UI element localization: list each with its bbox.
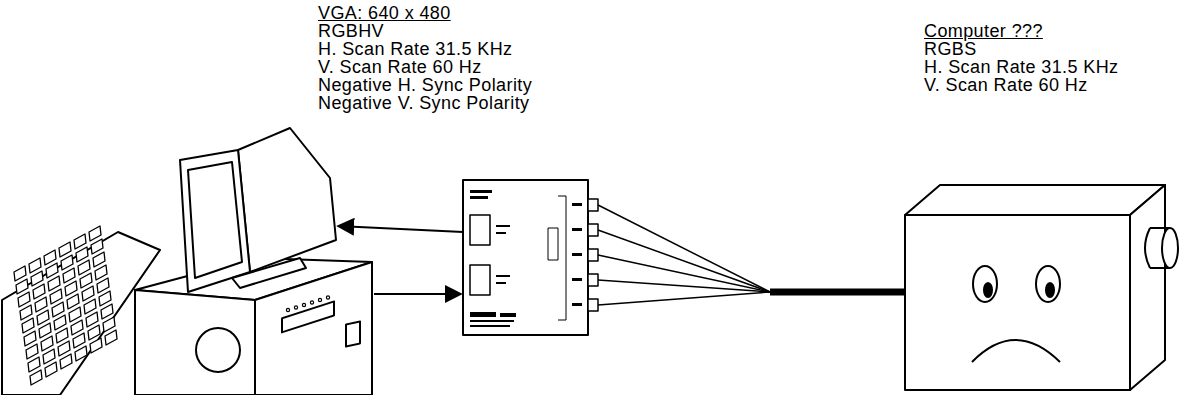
arrow: [374, 293, 461, 295]
converter-connector: [470, 265, 490, 295]
monitor-body: [238, 128, 336, 272]
box-side: [1130, 185, 1165, 390]
breakout-wires: [598, 205, 770, 305]
box-front: [905, 215, 1130, 390]
drive-slot: [346, 321, 360, 346]
spec-label: H. Scan Rate 31.5 KHz: [924, 58, 1119, 76]
spec-label: V. Scan Rate 60 Hz: [924, 76, 1088, 94]
lens-barrel: [1150, 228, 1170, 268]
heading-label: VGA: 640 x 480: [318, 4, 451, 22]
case-round-button: [196, 328, 240, 372]
keyboard-keys: [14, 226, 117, 385]
box-top: [905, 185, 1165, 215]
frown: [972, 340, 1060, 362]
bnc-connectors: [572, 199, 598, 311]
monitor-stand: [232, 258, 306, 288]
spec-label: V. Scan Rate 60 Hz: [318, 58, 482, 76]
monitor-front: [180, 150, 250, 292]
port-panel: [282, 301, 334, 332]
lens: [1162, 228, 1178, 268]
eye: [973, 266, 997, 302]
converter-connector: [470, 215, 490, 245]
case-side: [255, 262, 372, 395]
converter-print: [470, 190, 516, 327]
arrow: [338, 226, 463, 232]
case-front: [135, 290, 255, 395]
monitor-screen: [188, 162, 242, 278]
spec-label: Negative V. Sync Polarity: [318, 94, 529, 112]
cable: [770, 289, 905, 296]
spec-label: H. Scan Rate 31.5 KHz: [318, 40, 513, 58]
heading-label: Computer ???: [924, 22, 1043, 40]
converter-box: [463, 180, 588, 335]
eye: [1036, 266, 1060, 302]
spec-label: Negative H. Sync Polarity: [318, 76, 532, 94]
spec-label: RGBS: [924, 40, 977, 58]
spec-label: RGBHV: [318, 22, 384, 40]
